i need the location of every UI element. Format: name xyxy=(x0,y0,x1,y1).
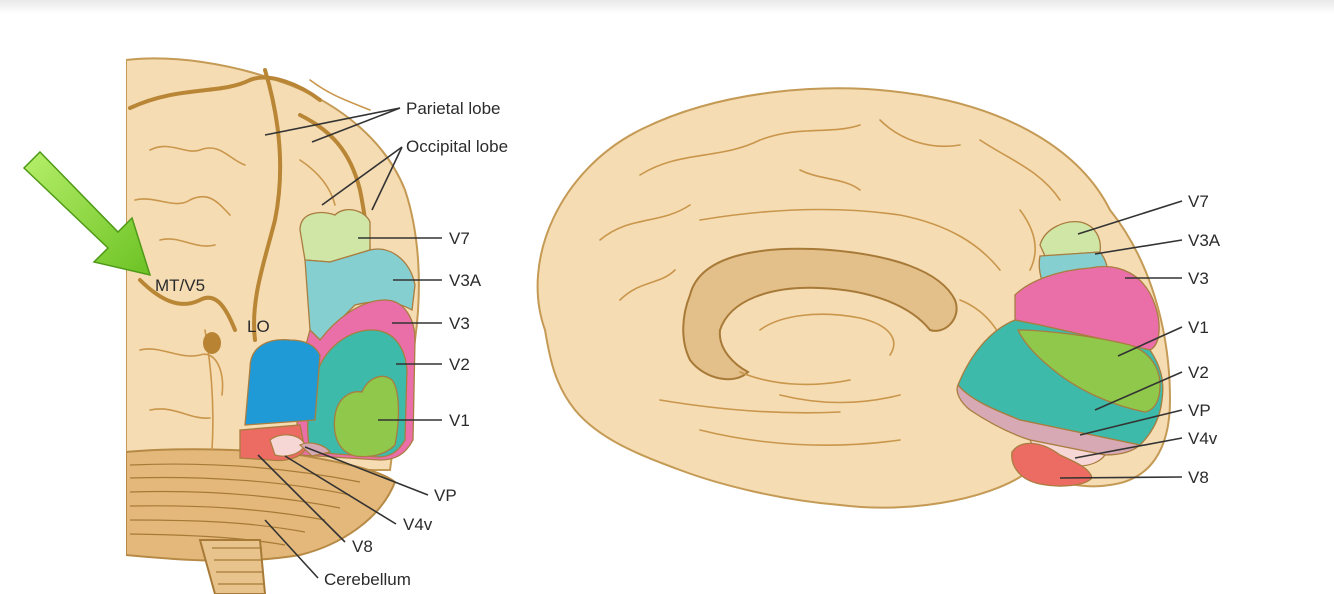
cerebellum-folia xyxy=(129,463,361,546)
label-v8-lateral: V8 xyxy=(352,537,373,556)
top-shadow-strip xyxy=(0,0,1334,14)
label-v8-medial: V8 xyxy=(1188,468,1209,487)
area-v1-lateral xyxy=(333,375,400,458)
label-v1-lateral: V1 xyxy=(449,411,470,430)
label-v7-medial: V7 xyxy=(1188,192,1209,211)
label-v7-lateral: V7 xyxy=(449,229,470,248)
label-v3a-lateral: V3A xyxy=(449,271,482,290)
area-lo-lateral xyxy=(244,339,321,426)
label-occipital-lobe: Occipital lobe xyxy=(406,137,508,156)
label-vp-lateral: VP xyxy=(434,486,457,505)
area-v7-medial xyxy=(1039,221,1101,257)
label-vp-medial: VP xyxy=(1188,401,1211,420)
area-v3-medial xyxy=(1014,266,1160,351)
label-cerebellum: Cerebellum xyxy=(324,570,411,589)
label-parietal-lobe: Parietal lobe xyxy=(406,99,501,118)
medial-sulci xyxy=(599,119,1061,446)
label-v3-lateral: V3 xyxy=(449,314,470,333)
label-mt-v5: MT/V5 xyxy=(155,276,205,295)
green-arrow-icon xyxy=(22,150,152,277)
medial-brain-view: V7 V3A V3 V1 V2 VP V4v V8 xyxy=(536,87,1221,509)
brainstem xyxy=(198,539,267,594)
area-v1-medial xyxy=(1016,329,1161,413)
label-v1-medial: V1 xyxy=(1188,318,1209,337)
corpus-callosum xyxy=(682,247,958,381)
label-v2-medial: V2 xyxy=(1188,363,1209,382)
area-vp-lateral xyxy=(298,442,332,457)
label-v3-medial: V3 xyxy=(1188,269,1209,288)
label-v2-lateral: V2 xyxy=(449,355,470,374)
area-v3a-lateral xyxy=(304,248,416,341)
label-v3a-medial: V3A xyxy=(1188,231,1221,250)
mt-v5-area xyxy=(203,332,221,354)
lateral-leader-lines xyxy=(257,107,442,579)
label-v4v-medial: V4v xyxy=(1188,429,1218,448)
area-v7-lateral xyxy=(299,209,371,263)
medial-leader-lines xyxy=(1059,200,1183,479)
lateral-brain-view: Parietal lobe Occipital lobe V7 V3A V3 V… xyxy=(126,57,508,594)
label-v4v-lateral: V4v xyxy=(403,515,433,534)
label-lo: LO xyxy=(247,317,270,336)
